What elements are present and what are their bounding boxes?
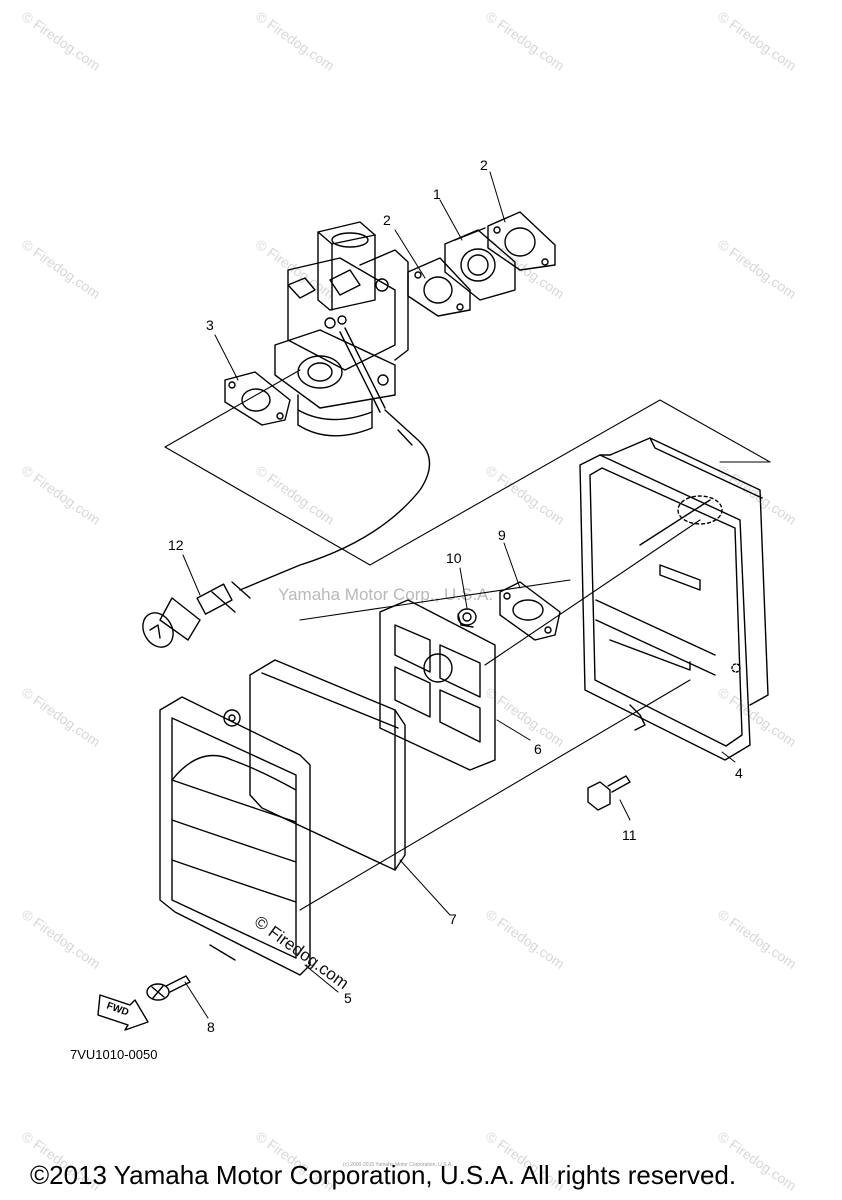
case-cover-5 xyxy=(159,696,311,976)
callout-1: 1 xyxy=(433,186,441,202)
insulator-1 xyxy=(444,227,516,301)
callout-11: 11 xyxy=(622,827,637,843)
screw-8 xyxy=(146,975,191,1001)
gasket-9 xyxy=(499,581,561,641)
copyright-footer: ©2013 Yamaha Motor Corporation, U.S.A. A… xyxy=(30,1160,737,1190)
callout-5: 5 xyxy=(344,990,352,1006)
element-grid-6 xyxy=(379,599,496,771)
callout-6: 6 xyxy=(534,741,542,757)
callout-10: 10 xyxy=(446,550,462,566)
assembly-outline xyxy=(164,369,771,911)
callout-12: 12 xyxy=(168,537,184,553)
callout-3: 3 xyxy=(206,317,214,333)
tiny-copyright: (c) 2000-2015 Yamaha Motor Corporation, … xyxy=(343,1162,453,1168)
callout-4: 4 xyxy=(735,765,743,781)
air-cleaner-case xyxy=(579,437,769,761)
callout-7: 7 xyxy=(449,911,457,927)
diagram-code: 7VU1010-0050 xyxy=(70,1047,158,1062)
choke-cable xyxy=(142,409,431,648)
gasket-3 xyxy=(224,371,291,426)
element-7 xyxy=(249,659,406,871)
bolt-11 xyxy=(587,775,631,811)
callout-2: 2 xyxy=(383,212,391,228)
leader-lines xyxy=(182,171,736,1019)
carburetor xyxy=(274,221,409,437)
callout-9: 9 xyxy=(498,527,506,543)
gasket-2-upper xyxy=(487,211,556,271)
callout-2: 2 xyxy=(480,157,488,173)
callout-8: 8 xyxy=(207,1019,215,1035)
nut-10 xyxy=(457,608,477,628)
gasket-2-lower xyxy=(407,257,471,317)
fwd-arrow xyxy=(97,994,149,1031)
